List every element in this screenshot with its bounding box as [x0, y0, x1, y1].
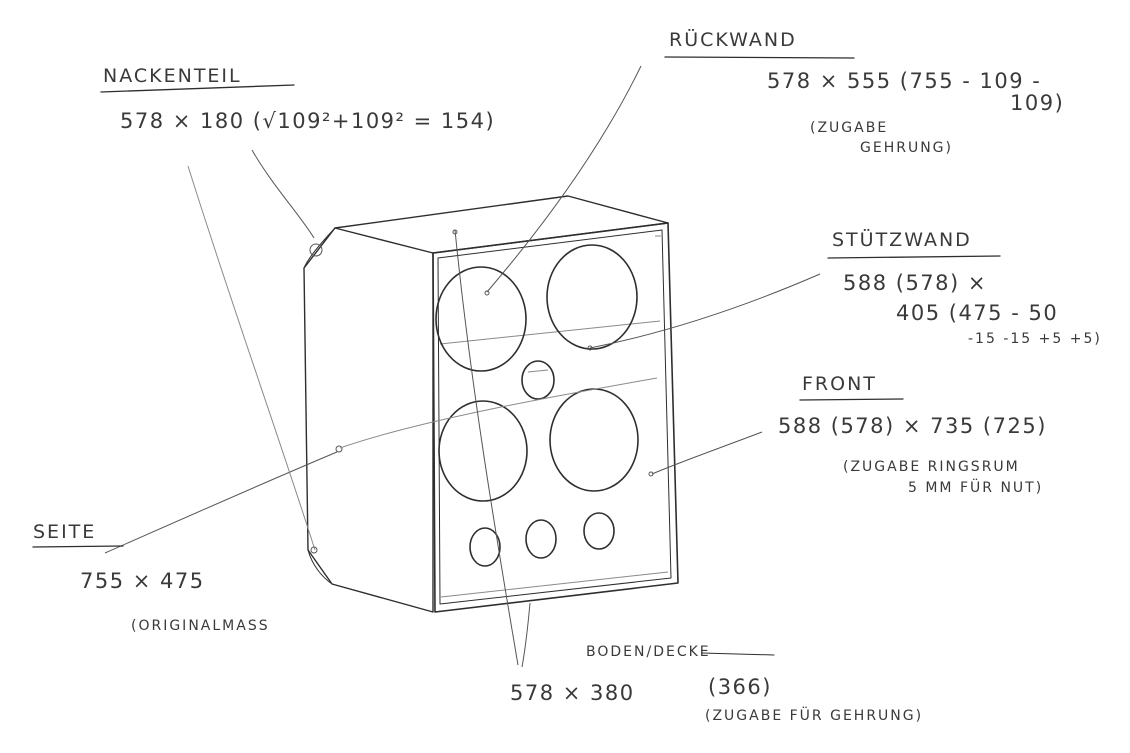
rueckwand-dims-line1: 578 × 555 (755 - 109 -	[767, 69, 1041, 93]
boden-dims-alt: (366)	[708, 675, 772, 699]
label-seite: SEITE 755 × 475 (ORIGINALMASS	[32, 521, 270, 634]
front-inner-frame	[437, 229, 672, 605]
label-boden-decke: BODEN/DECKE 578 × 380 (366) (ZUGABE FÜR …	[510, 644, 923, 724]
stuetzwand-title: STÜTZWAND	[832, 228, 972, 251]
speaker-cutout-bottom-left	[438, 400, 528, 502]
label-front: FRONT 588 (578) × 735 (725) (ZUGABE RING…	[778, 373, 1047, 496]
seite-title: SEITE	[33, 521, 96, 543]
front-dims: 588 (578) × 735 (725)	[778, 414, 1047, 438]
rueckwand-note-line2: GEHRUNG)	[860, 140, 953, 156]
boden-note: (ZUGABE FÜR GEHRUNG)	[705, 706, 923, 724]
support-wall-line	[439, 320, 661, 345]
speaker-cutout-top-right	[546, 244, 638, 350]
rueckwand-dims-line2: 109)	[1010, 91, 1064, 115]
front-panel	[432, 222, 679, 613]
front-note-line2: 5 MM FÜR NUT)	[908, 478, 1043, 496]
seite-dims: 755 × 475	[80, 569, 205, 593]
port-cutout-right	[583, 512, 615, 550]
label-rueckwand: RÜCKWAND 578 × 555 (755 - 109 - 109) (ZU…	[664, 28, 1064, 156]
rueckwand-note-line1: (ZUGABE	[810, 120, 888, 136]
seite-note: (ORIGINALMASS	[131, 618, 270, 634]
stuetzwand-dims-line2: 405 (475 - 50	[896, 301, 1058, 325]
stuetzwand-dims-line1: 588 (578) ×	[843, 271, 987, 295]
boden-title: BODEN/DECKE	[586, 644, 711, 660]
speaker-cutout-top-left	[435, 266, 527, 372]
label-stuetzwand: STÜTZWAND 588 (578) × 405 (475 - 50 -15 …	[827, 228, 1102, 347]
rueckwand-title: RÜCKWAND	[669, 28, 797, 51]
cabinet-drawing	[303, 195, 679, 613]
leader-lines	[104, 65, 821, 668]
boden-dims: 578 × 380	[510, 681, 635, 705]
front-title: FRONT	[802, 373, 877, 395]
label-nackenteil: NACKENTEIL 578 × 180 (√109²+109² = 154)	[100, 65, 495, 133]
stuetzwand-dims-line3: -15 -15 +5 +5)	[968, 331, 1102, 347]
port-cutout-left	[469, 527, 501, 567]
speaker-cutout-bottom-right	[549, 388, 639, 492]
port-cutout-center	[521, 360, 555, 400]
port-cutout-middle	[525, 519, 557, 559]
side-panel	[303, 227, 434, 613]
nackenteil-title: NACKENTEIL	[103, 65, 242, 87]
nackenteil-dims: 578 × 180 (√109²+109² = 154)	[120, 109, 495, 133]
front-note-line1: (ZUGABE RINGSRUM	[843, 459, 1020, 475]
